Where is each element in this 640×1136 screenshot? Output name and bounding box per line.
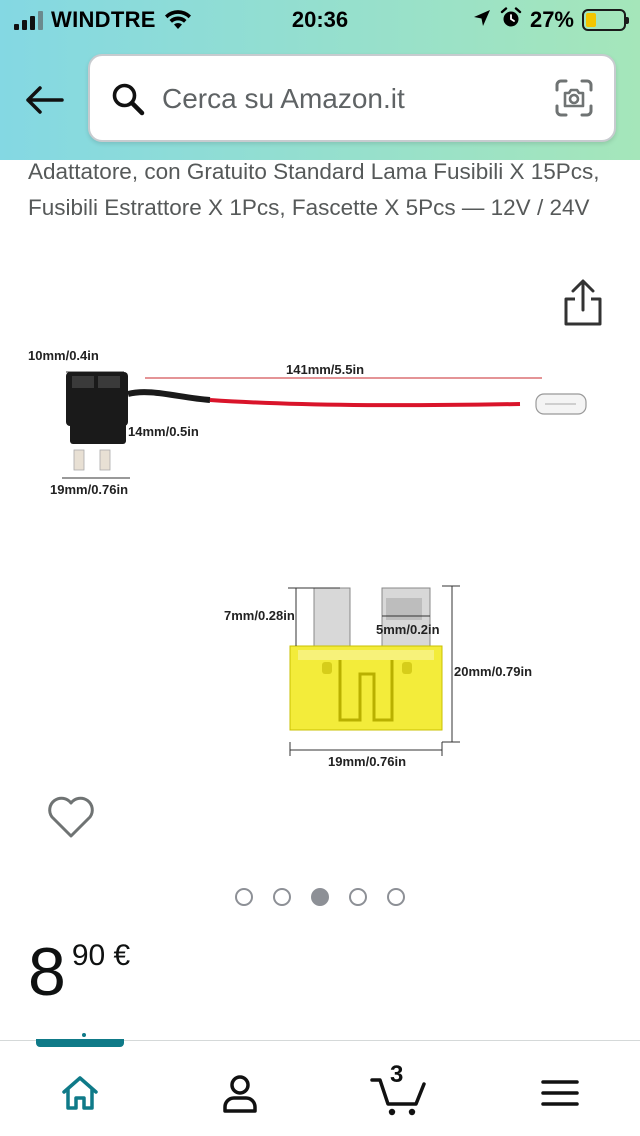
carousel-dot[interactable]	[273, 888, 291, 906]
menu-icon	[541, 1080, 579, 1106]
label-blade-width: 5mm/0.2in	[376, 622, 440, 637]
location-icon	[472, 8, 492, 33]
nav-cart[interactable]: 3	[360, 1061, 440, 1121]
battery-level	[586, 13, 596, 27]
product-diagram: 10mm/0.4in 141mm/5.5in 14mm/0.5in 19mm/0…	[28, 348, 587, 769]
battery-percent: 27%	[529, 7, 574, 32]
carousel-dot[interactable]	[387, 888, 405, 906]
nav-account[interactable]	[200, 1065, 280, 1121]
carrier-name: WINDTRE	[51, 7, 156, 32]
share-button[interactable]	[560, 278, 606, 328]
carousel-dot[interactable]	[311, 888, 329, 906]
alarm-icon	[500, 6, 522, 34]
product-image[interactable]: 10mm/0.4in 141mm/5.5in 14mm/0.5in 19mm/0…	[28, 336, 600, 776]
bottom-navigation: 3	[0, 1033, 640, 1136]
camera-search-button[interactable]	[554, 78, 594, 118]
status-right: 27%	[472, 6, 629, 34]
label-fuse-width: 19mm/0.76in	[328, 754, 406, 769]
active-tab-indicator	[36, 1033, 124, 1047]
back-arrow-icon	[26, 86, 64, 114]
label-cable-length: 141mm/5.5in	[286, 362, 364, 377]
carousel-dot[interactable]	[235, 888, 253, 906]
product-title: Adattatore, con Gratuito Standard Lama F…	[28, 159, 600, 220]
heart-icon	[48, 796, 94, 838]
home-icon	[62, 1076, 98, 1110]
price-fraction: 90 €	[71, 939, 131, 972]
label-holder-depth: 14mm/0.5in	[128, 424, 199, 439]
price-whole: 8	[28, 934, 66, 1010]
price: 8 90 €	[28, 936, 130, 1008]
share-icon	[564, 279, 602, 326]
label-holder-width: 10mm/0.4in	[28, 348, 99, 363]
cart-icon	[370, 1078, 426, 1116]
search-input[interactable]	[162, 76, 542, 122]
search-icon	[112, 83, 145, 116]
nav-menu[interactable]	[520, 1065, 600, 1121]
nav-home[interactable]	[40, 1065, 120, 1121]
header: WINDTRE 20:36	[0, 0, 640, 160]
status-bar: WINDTRE 20:36	[0, 0, 640, 40]
cart-count: 3	[390, 1061, 404, 1088]
label-holder-base: 19mm/0.76in	[50, 482, 128, 497]
status-left: WINDTRE	[14, 6, 192, 34]
carousel-dot[interactable]	[349, 888, 367, 906]
user-icon	[223, 1075, 257, 1113]
battery-icon	[582, 9, 629, 31]
wishlist-button[interactable]	[46, 794, 96, 840]
label-blade-height: 7mm/0.28in	[224, 608, 295, 623]
wifi-icon	[164, 9, 192, 31]
signal-icon	[14, 10, 43, 30]
status-time: 20:36	[291, 7, 349, 32]
fuse-blade-left	[313, 587, 351, 647]
search-bar[interactable]	[88, 54, 616, 142]
label-fuse-height: 20mm/0.79in	[454, 664, 532, 679]
back-button[interactable]	[20, 78, 68, 122]
image-carousel-dots	[0, 888, 640, 906]
camera-scan-icon	[555, 79, 593, 117]
